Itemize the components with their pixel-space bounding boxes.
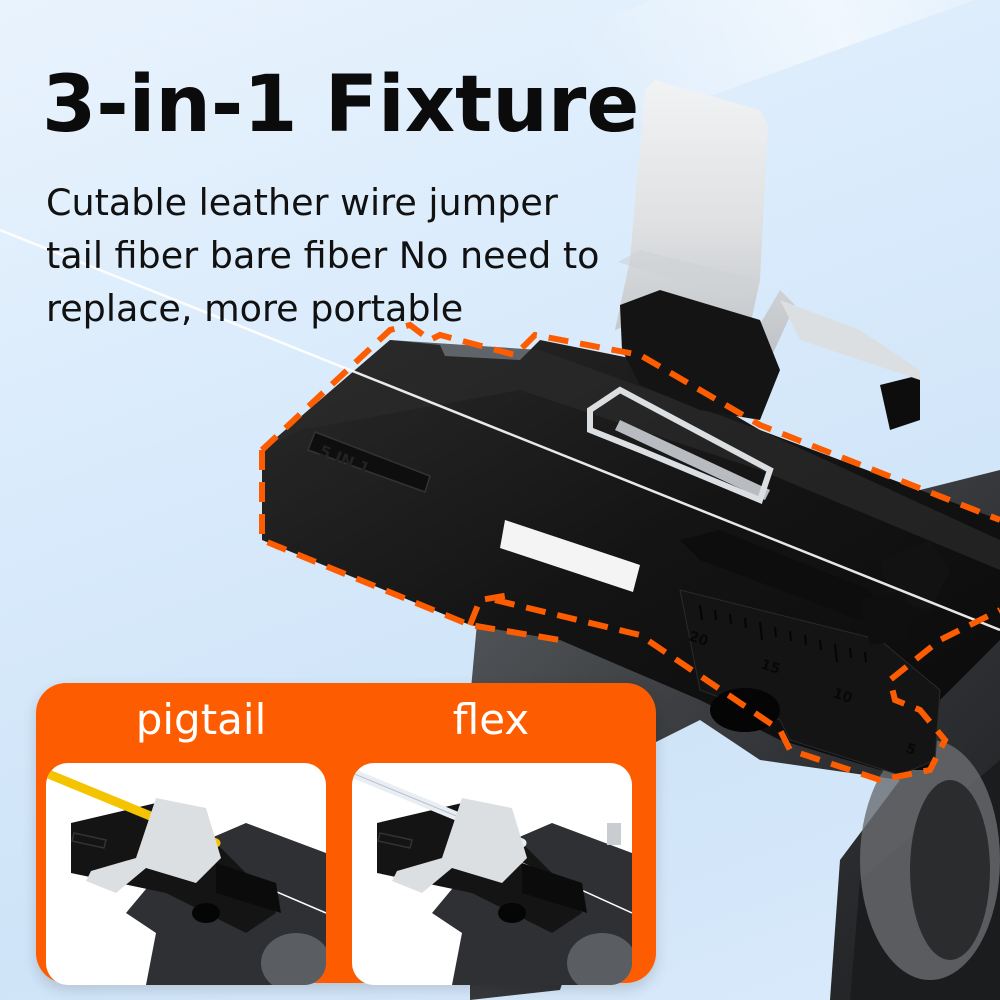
pigtail-label: pigtail [135, 695, 267, 744]
svg-text:10: 10 [831, 686, 855, 707]
svg-text:20: 20 [687, 629, 711, 650]
svg-text:5: 5 [904, 741, 918, 759]
page-title: 3-in-1 Fixture [42, 60, 640, 150]
usage-comparison-panel: pigtail flex [36, 683, 656, 985]
feature-description: Cutable leather wire jumper tail fiber b… [46, 181, 600, 330]
flex-label: flex [452, 695, 530, 744]
flex-example-image [352, 763, 632, 985]
pigtail-example-image [46, 763, 326, 985]
svg-text:15: 15 [759, 657, 782, 678]
